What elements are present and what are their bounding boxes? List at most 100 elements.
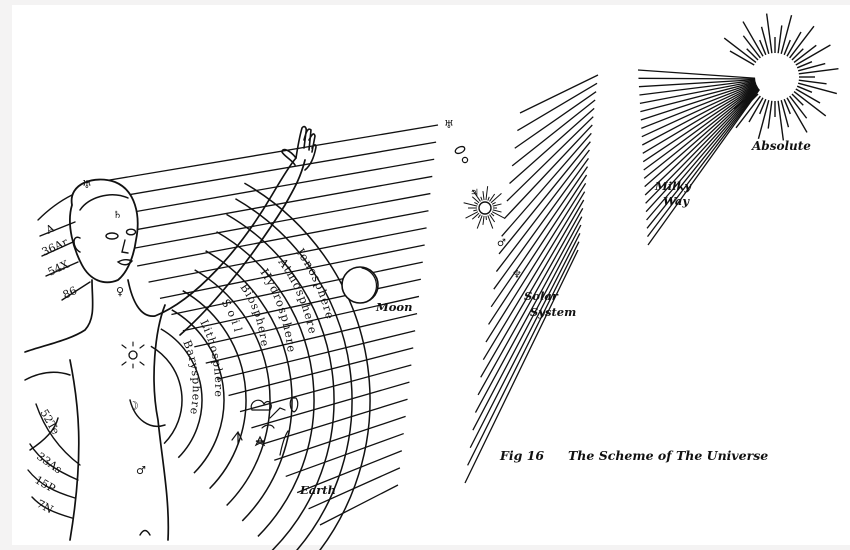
solar-ray — [492, 209, 502, 213]
label-milky-way-1: Milky — [654, 179, 692, 193]
label-earth: Earth — [299, 483, 336, 497]
scale-label-86: 86 — [61, 284, 79, 302]
earth-shell-arc — [235, 198, 353, 550]
shell-icon — [250, 399, 272, 411]
ray-line — [495, 149, 590, 272]
ray-line — [467, 241, 580, 466]
ray-line — [102, 158, 435, 219]
solar-ray — [482, 191, 485, 201]
solar-ray — [471, 196, 480, 204]
biosphere-life-icons — [231, 397, 299, 456]
sun-ray — [786, 97, 808, 133]
ray-line — [519, 74, 599, 114]
sun-ray — [796, 61, 813, 69]
ray-line — [114, 175, 433, 235]
ray-line — [490, 166, 589, 308]
ray-line — [239, 364, 412, 413]
ray-line — [642, 78, 768, 163]
dinosaur-icon — [279, 430, 289, 456]
ray-line — [641, 78, 768, 146]
label-absolute: Absolute — [751, 139, 811, 153]
ray-line — [205, 312, 418, 364]
ray-line — [482, 191, 586, 361]
earth-layer-label-text: Soil — [219, 297, 242, 337]
ray-line — [182, 278, 421, 332]
hairline — [79, 194, 129, 211]
ray-line — [472, 224, 582, 431]
brow-saturn-icon: ♄ — [113, 210, 122, 221]
ray-line — [638, 77, 768, 80]
starfish-icon — [254, 435, 266, 447]
sun-ray — [746, 48, 759, 61]
ray-line — [474, 216, 583, 413]
absolute-sunburst-icon — [723, 13, 839, 141]
throat-venus-icon: ♀ — [116, 285, 124, 298]
moon-icon — [341, 266, 379, 304]
ray-line — [488, 174, 588, 325]
ray-line — [296, 450, 403, 494]
ray-lines — [79, 69, 768, 526]
earth-shell-arc — [182, 290, 247, 490]
ray-line — [493, 157, 590, 290]
label-solar-system-2: System — [530, 305, 576, 319]
solar-ray — [491, 211, 505, 219]
ray-line — [647, 78, 768, 246]
solar-ray — [492, 203, 502, 207]
ray-line — [501, 132, 592, 237]
ray-line — [509, 107, 595, 184]
sun-ray — [723, 37, 757, 63]
solar-plexus-moon-icon: ☽ — [128, 399, 139, 413]
earth-layer-label-text: Barysphere — [180, 338, 202, 416]
sun-ray — [759, 98, 767, 115]
solar-ray — [474, 201, 479, 205]
left-eye — [105, 232, 119, 240]
raised-arm-lower — [179, 159, 306, 336]
planet-mars-icon: ♂ — [497, 238, 506, 249]
label-milky-way-2: Way — [663, 194, 690, 208]
sun-ray — [798, 62, 826, 72]
heart-sun-icon — [121, 341, 145, 369]
ray-line — [643, 78, 768, 179]
solar-ray — [480, 196, 483, 201]
plant-icon — [231, 430, 243, 445]
solar-ray — [471, 212, 480, 220]
sun-ray — [780, 14, 793, 54]
earth-shells — [150, 182, 371, 550]
moon-crescent — [361, 267, 378, 303]
solar-ray — [490, 193, 502, 204]
sun-ray — [786, 31, 802, 57]
earth-shell-arc — [150, 345, 183, 445]
earth-shell-arc — [171, 309, 225, 474]
solar-ray — [491, 201, 496, 205]
ray-line — [517, 82, 598, 132]
earth-shell-arc — [194, 269, 271, 507]
sun-ray — [777, 100, 785, 141]
ray-line — [194, 295, 420, 348]
scale-label-7n: 7N — [35, 497, 56, 516]
planet-jupiter-icon: ♃ — [470, 188, 479, 199]
earth-shell-arc — [244, 182, 371, 550]
sun-ray — [795, 44, 831, 66]
sun-ray — [789, 25, 815, 59]
caption-title: The Scheme of The Universe — [568, 448, 768, 463]
ray-line — [171, 261, 423, 316]
earth-shell-arc — [216, 231, 315, 537]
ray-line — [646, 78, 768, 221]
sun-ray — [746, 93, 759, 106]
scale-label-a: A — [43, 221, 58, 237]
ray-line — [79, 124, 439, 186]
sun-ray — [733, 91, 757, 110]
ray-line — [137, 210, 429, 267]
sun-ray — [796, 85, 813, 93]
ray-line — [251, 381, 410, 429]
solar-ray — [485, 186, 489, 201]
ray-line — [645, 78, 768, 204]
scale-label-36ar: 36Ar — [40, 235, 71, 259]
solar-ray — [487, 215, 494, 229]
solar-ray — [489, 214, 496, 223]
right-eye — [125, 228, 137, 236]
solar-ray — [489, 193, 496, 202]
ray-line — [644, 78, 768, 188]
solar-ray — [476, 215, 483, 229]
